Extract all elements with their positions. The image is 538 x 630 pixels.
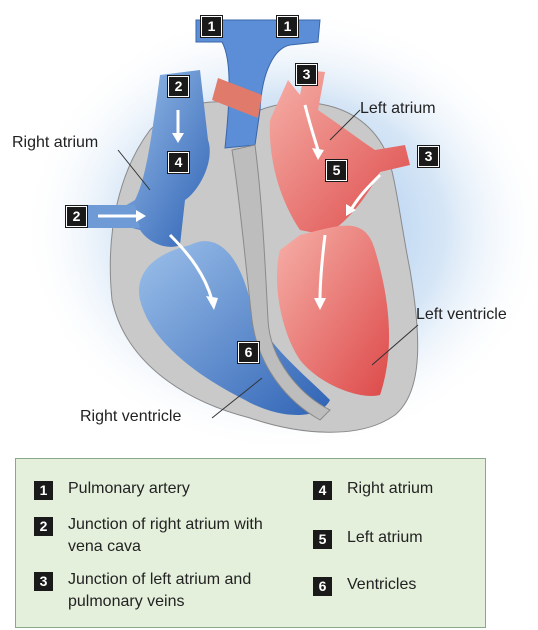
marker-3-top: 3: [296, 64, 317, 85]
marker-3-right: 3: [418, 146, 439, 167]
legend-number-badge: 2: [34, 517, 53, 536]
legend-item: 4 Right atrium: [313, 478, 433, 500]
legend-text: Junction of right atrium with vena cava: [68, 514, 293, 558]
marker-2-left: 2: [66, 206, 87, 227]
legend-text: Ventricles: [347, 574, 416, 596]
legend-number-badge: 3: [34, 572, 53, 591]
legend-text: Junction of left atrium and pulmonary ve…: [68, 569, 293, 613]
marker-1-left: 1: [201, 16, 222, 37]
marker-5: 5: [326, 160, 347, 181]
label-right-atrium: Right atrium: [12, 134, 98, 152]
marker-6: 6: [238, 342, 259, 363]
legend-box: 1 Pulmonary artery 2 Junction of right a…: [15, 458, 486, 628]
legend-item: 3 Junction of left atrium and pulmonary …: [34, 569, 293, 613]
legend-number-badge: 5: [313, 530, 332, 549]
legend-number-badge: 1: [34, 481, 53, 500]
legend-number-badge: 4: [313, 481, 332, 500]
legend-item: 6 Ventricles: [313, 574, 416, 596]
label-left-ventricle: Left ventricle: [416, 306, 507, 324]
marker-2-top: 2: [168, 76, 189, 97]
label-left-atrium: Left atrium: [360, 100, 436, 118]
marker-4: 4: [168, 152, 189, 173]
legend-text: Left atrium: [347, 527, 423, 549]
legend-item: 1 Pulmonary artery: [34, 478, 190, 500]
legend-item: 5 Left atrium: [313, 527, 423, 549]
marker-1-right: 1: [277, 16, 298, 37]
legend-text: Right atrium: [347, 478, 433, 500]
heart-diagram: Right atrium Left atrium Left ventricle …: [0, 0, 538, 450]
legend-number-badge: 6: [313, 577, 332, 596]
legend-item: 2 Junction of right atrium with vena cav…: [34, 514, 293, 558]
legend-text: Pulmonary artery: [68, 478, 190, 500]
label-right-ventricle: Right ventricle: [80, 408, 181, 426]
